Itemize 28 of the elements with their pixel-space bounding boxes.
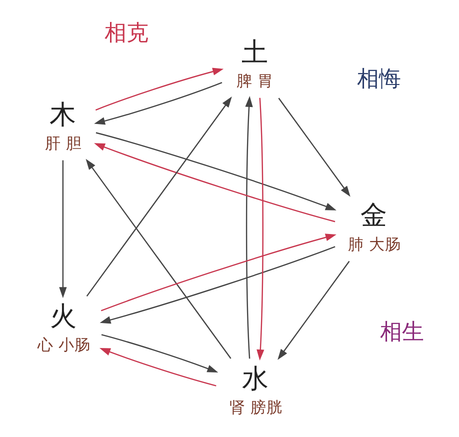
node-label: 肾 膀胱: [228, 397, 282, 416]
node-text: 木: [49, 99, 76, 130]
arrow: [58, 160, 66, 298]
arrow: [95, 132, 336, 210]
arrow: [277, 260, 350, 360]
arrow: [256, 98, 264, 360]
node-text: 水: [242, 363, 269, 394]
arrow: [100, 334, 218, 372]
node-text: 土: [240, 37, 268, 68]
arrow: [85, 158, 231, 359]
node-label: 肝 胆: [44, 133, 82, 152]
arrow: [94, 82, 222, 125]
arrow: [278, 98, 350, 197]
node-label: 脾 胃: [236, 71, 274, 90]
label: 相悔: [356, 67, 401, 92]
arrow: [86, 96, 232, 297]
label: 相克: [104, 21, 148, 46]
arrow: [244, 96, 252, 359]
arrow: [94, 143, 335, 222]
arrow: [94, 68, 224, 111]
node-text: 金: [360, 200, 388, 232]
label: 相生: [380, 320, 424, 345]
arrow: [100, 234, 336, 312]
node-label: 肺 大肠: [347, 234, 400, 254]
node-label: 心 小肠: [37, 335, 90, 354]
arrow: [98, 348, 216, 386]
node-text: 火: [50, 300, 77, 332]
arrow: [99, 246, 335, 324]
